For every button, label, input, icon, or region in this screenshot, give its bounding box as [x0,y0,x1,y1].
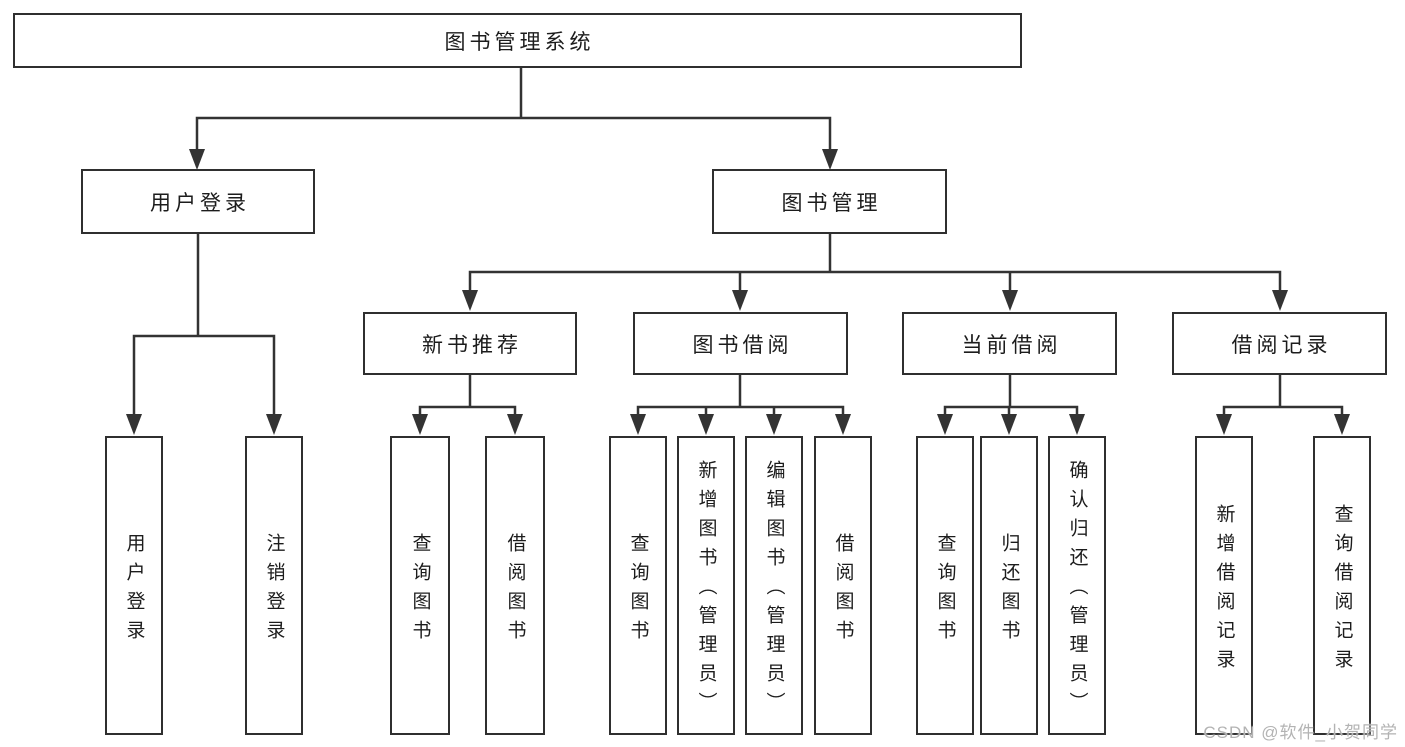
leaf-user-login-label: 用户登录 [123,532,145,649]
arrowhead-icon [126,414,142,435]
leaf-return-books: 归还图书 [980,436,1038,735]
leaf-add-books-admin-label: 新增图书（管理员） [695,460,717,721]
arrowhead-icon [462,290,478,311]
node-library-management-system: 图书管理系统 [13,13,1022,68]
leaf-confirm-return-admin-label: 确认归还（管理员） [1066,460,1088,721]
leaf-query-books-current: 查询图书 [916,436,974,735]
connector-book-borrow-to-leaves [636,373,845,419]
arrowhead-icon [1334,414,1350,435]
leaf-edit-books-admin-label: 编辑图书（管理员） [763,460,785,721]
arrowhead-icon [732,290,748,311]
arrowhead-icon [937,414,953,435]
arrowhead-icon [630,414,646,435]
arrowhead-icon [1001,414,1017,435]
leaf-add-borrow-record: 新增借阅记录 [1195,436,1253,735]
arrowhead-icon [766,414,782,435]
csdn-watermark: CSDN @软件_小贺同学 [1203,723,1398,742]
leaf-query-books-recommend-label: 查询图书 [409,532,431,649]
arrowhead-icon [507,414,523,435]
leaf-user-login: 用户登录 [105,436,163,735]
leaf-logout-label: 注销登录 [263,532,285,649]
arrowhead-icon [822,149,838,170]
node-new-book-recommendation: 新书推荐 [363,312,577,375]
arrowhead-icon [189,149,205,170]
node-current-borrowing: 当前借阅 [902,312,1117,375]
node-user-login-branch: 用户登录 [81,169,315,234]
node-borrowing-records: 借阅记录 [1172,312,1387,375]
leaf-logout: 注销登录 [245,436,303,735]
leaf-query-books-recommend: 查询图书 [390,436,450,735]
connector-user-login-to-leaves [132,232,276,419]
node-book-management: 图书管理 [712,169,947,234]
arrowhead-icon [698,414,714,435]
arrowhead-icon [1069,414,1085,435]
arrowhead-icon [835,414,851,435]
connector-management-to-level3 [468,232,1282,295]
connector-borrow-records-to-leaves [1222,373,1344,419]
arrowhead-icon [1002,290,1018,311]
arrowhead-icon [266,414,282,435]
leaf-add-books-admin: 新增图书（管理员） [677,436,735,735]
connector-current-borrow-to-leaves [943,373,1079,419]
node-book-borrowing: 图书借阅 [633,312,848,375]
leaf-query-borrow-record: 查询借阅记录 [1313,436,1371,735]
connector-root-to-level2 [195,66,832,154]
arrowhead-icon [1272,290,1288,311]
leaf-query-books-current-label: 查询图书 [934,532,956,649]
leaf-query-books-borrowing-label: 查询图书 [627,532,649,649]
leaf-confirm-return-admin: 确认归还（管理员） [1048,436,1106,735]
leaf-borrow-books: 借阅图书 [814,436,872,735]
leaf-return-books-label: 归还图书 [998,532,1020,649]
leaf-query-borrow-record-label: 查询借阅记录 [1331,503,1353,678]
leaf-borrow-books-label: 借阅图书 [832,532,854,649]
arrowhead-icon [1216,414,1232,435]
connector-new-book-to-leaves [418,373,517,419]
leaf-borrow-books-recommend: 借阅图书 [485,436,545,735]
leaf-query-books-borrowing: 查询图书 [609,436,667,735]
leaf-edit-books-admin: 编辑图书（管理员） [745,436,803,735]
arrowhead-icon [412,414,428,435]
leaf-borrow-books-recommend-label: 借阅图书 [504,532,526,649]
leaf-add-borrow-record-label: 新增借阅记录 [1213,503,1235,678]
